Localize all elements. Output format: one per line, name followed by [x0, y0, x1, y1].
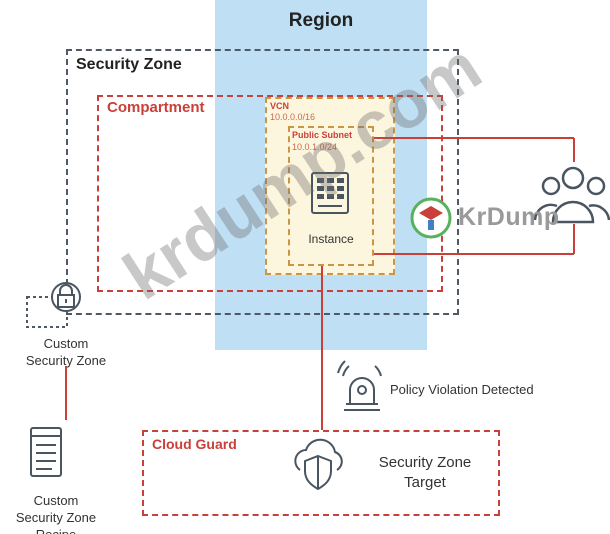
public-subnet-cidr: 10.0.1.0/24	[292, 142, 338, 152]
users-group-icon	[533, 166, 610, 224]
compartment-label: Compartment	[107, 99, 205, 116]
user-connectors	[65, 137, 575, 430]
recipe-label-line1: Custom	[33, 493, 79, 508]
security-zone-target-line1: Security Zone	[378, 454, 472, 471]
vcn-label: VCN	[270, 101, 290, 111]
recipe-document-icon	[30, 427, 62, 477]
cloud-shield-icon	[294, 438, 343, 491]
alarm-bell-icon	[337, 360, 382, 411]
cloud-guard-box	[142, 430, 500, 516]
security-zone-target-line2: Target	[404, 474, 446, 491]
public-subnet-label: Public Subnet	[292, 130, 353, 140]
instance-icon-grid	[317, 178, 344, 199]
security-zone-box	[66, 49, 459, 315]
brand-badge-icon	[410, 197, 452, 239]
security-zone-target-label: Security Zone Target	[360, 453, 490, 493]
compartment-box	[97, 95, 443, 292]
custom-security-zone-label-line2: Security Zone	[25, 353, 107, 368]
policy-violation-label: Policy Violation Detected	[390, 382, 534, 397]
vcn-cidr: 10.0.0.0/16	[270, 112, 316, 122]
instance-label: Instance	[308, 232, 354, 246]
custom-security-zone-recipe-label: Custom Security Zone Recipe	[0, 492, 112, 534]
recipe-label-line2: Security Zone	[15, 510, 97, 525]
instance-icon-frame	[311, 172, 349, 214]
cloud-guard-label: Cloud Guard	[152, 436, 237, 452]
recipe-label-line3: Recipe	[0, 526, 112, 534]
custom-security-zone-label-line1: Custom	[43, 336, 89, 351]
custom-security-zone-label: Custom Security Zone	[0, 335, 132, 369]
watermark-brand-text: KrDump	[458, 203, 560, 231]
security-zone-label: Security Zone	[76, 56, 182, 73]
instance-icon	[311, 172, 349, 214]
public-subnet-box	[288, 126, 374, 266]
lock-icon	[26, 282, 81, 328]
region-title: Region	[288, 10, 354, 31]
